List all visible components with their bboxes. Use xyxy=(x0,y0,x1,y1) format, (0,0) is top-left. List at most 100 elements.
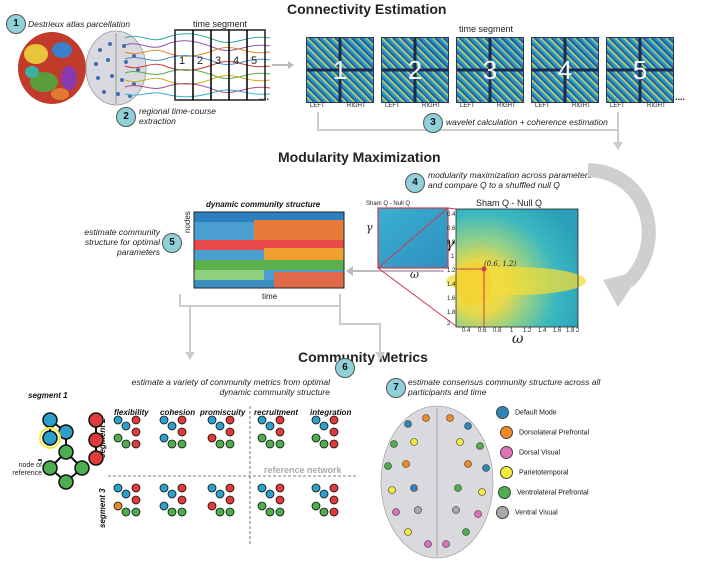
ventral-visual-swatch-icon xyxy=(496,506,509,519)
dorsal-visual-swatch-icon xyxy=(500,446,513,459)
matrix-1-xlabel-right: RIGHT xyxy=(347,103,366,109)
step-6-label: estimate a variety of community metrics … xyxy=(131,377,330,397)
segment-1-label: segment 1 xyxy=(28,391,68,400)
node-of-reference-label: node of reference xyxy=(12,462,42,477)
matrix-ellipsis: .... xyxy=(675,92,686,102)
modularity-title: Modularity Maximization xyxy=(278,149,441,165)
step-7-badge: 7 xyxy=(386,378,406,398)
segment-num-3: 3 xyxy=(215,55,222,67)
xtick-2: 0.8 xyxy=(493,328,502,334)
matrix-2-xlabel-right: RIGHT xyxy=(422,103,441,109)
legend-label-default-mode: Default Mode xyxy=(515,409,557,417)
xtick-8: 2 xyxy=(576,328,580,334)
matrix-1-xlabel-left: LEFT xyxy=(310,103,325,109)
matrix-num-1: 1 xyxy=(332,55,348,85)
legend-label-dlpfc: Dorsolateral Prefrontal xyxy=(519,429,590,437)
ytick-5: 1 xyxy=(451,254,455,260)
ytick-3: 1.4 xyxy=(447,282,456,288)
cycle-arrow xyxy=(587,163,656,307)
segment-num-1: 1 xyxy=(179,55,186,67)
xtick-7: 1.8 xyxy=(566,328,575,334)
matrix-num-5: 5 xyxy=(632,55,648,85)
coherence-matrix-4: 4 xyxy=(531,37,599,103)
heatmap-title: Sham Q - Null Q xyxy=(476,198,543,208)
metric-recruitment: recruitment xyxy=(254,408,299,417)
ytick-1: 1.8 xyxy=(447,310,456,316)
legend-ventrolateral-prefrontal: Ventrolateral Prefrontal xyxy=(498,486,589,499)
inset-heatmap-title: Sham Q - Null Q xyxy=(366,201,411,207)
parietotemporal-swatch-icon xyxy=(500,466,513,479)
legend-parietotemporal: Parietotemporal xyxy=(500,466,568,479)
time-segment-label-right: time segment xyxy=(459,24,514,34)
legend-default-mode: Default Mode xyxy=(496,406,557,419)
coherence-matrix-5: 5 xyxy=(606,37,674,103)
matrix-5-xlabel-left: LEFT xyxy=(610,103,625,109)
segment-num-2: 2 xyxy=(197,55,204,67)
dyn-plot-ylabel: nodes xyxy=(183,211,192,233)
matrix-num-2: 2 xyxy=(407,55,423,85)
matrix-num-3: 3 xyxy=(482,55,498,85)
ytick-4: 1.2 xyxy=(447,268,456,274)
legend-dorsolateral-prefrontal: Dorsolateral Prefrontal xyxy=(500,426,589,439)
coherence-matrix-1: 1 xyxy=(306,37,374,103)
legend-label-parietotemporal: Parietotemporal xyxy=(519,469,569,477)
step-5-label: estimate community structure for optimal… xyxy=(84,227,160,257)
consensus-brain-image xyxy=(380,405,494,559)
xtick-0: 0.4 xyxy=(462,328,471,334)
brain-atlas-image xyxy=(18,30,147,106)
inset-ylabel: γ xyxy=(366,221,373,234)
matrices-bracket xyxy=(317,112,623,150)
matrix-4-xlabel-left: LEFT xyxy=(535,103,550,109)
arrow-to-dyn-plot xyxy=(346,266,444,276)
community-legend: Default Mode Dorsolateral Prefrontal Dor… xyxy=(496,406,676,526)
ytick-7: 0.6 xyxy=(447,226,456,232)
metric-integration: integration xyxy=(310,408,352,417)
dynamic-community-plot xyxy=(193,211,345,289)
step-6-badge: 6 xyxy=(335,358,355,378)
time-course-ellipsis: .... xyxy=(259,92,270,102)
metric-flexibility: flexibility xyxy=(114,408,149,417)
heatmap-ylabel: γ xyxy=(446,236,455,252)
step-7-label: estimate consensus community structure a… xyxy=(408,377,601,397)
matrix-4-xlabel-right: RIGHT xyxy=(572,103,591,109)
time-segment-label-left: time segment xyxy=(193,19,248,29)
segment-num-5: 5 xyxy=(251,55,258,67)
connectivity-title: Connectivity Estimation xyxy=(287,1,447,17)
xtick-6: 1.6 xyxy=(553,328,562,334)
matrix-2-xlabel-left: LEFT xyxy=(385,103,400,109)
inset-link-lines xyxy=(377,207,457,327)
xtick-3: 1 xyxy=(510,328,514,334)
step-2-badge: 2 xyxy=(116,107,136,127)
step-2-label: regional time-course extraction xyxy=(139,106,217,126)
step-1-label: Destrieux atlas parcellation xyxy=(28,19,131,29)
dlpfc-swatch-icon xyxy=(500,426,513,439)
default-mode-swatch-icon xyxy=(496,406,509,419)
coherence-matrix-2: 2 xyxy=(381,37,449,103)
arrow-to-matrices xyxy=(272,61,294,69)
reference-network-label: reference network xyxy=(264,465,342,475)
step-1-badge: 1 xyxy=(6,14,26,34)
step-4-badge: 4 xyxy=(405,173,425,193)
step-4-label: modularity maximization across parameter… xyxy=(428,170,592,190)
matrix-3-xlabel-right: RIGHT xyxy=(497,103,516,109)
ytick-0: 2 xyxy=(447,321,451,327)
ytick-6: 0.8 xyxy=(447,240,456,246)
ytick-8: 0.4 xyxy=(447,212,456,218)
xtick-4: 1.2 xyxy=(523,328,532,334)
arrows-to-metrics xyxy=(179,294,385,360)
optimal-point-label: (0.6, 1.2) xyxy=(484,260,517,268)
community-metric-networks xyxy=(38,406,356,546)
metric-promiscuity: promiscuity xyxy=(200,408,246,417)
xtick-1: 0.6 xyxy=(478,328,487,334)
xtick-5: 1.4 xyxy=(538,328,547,334)
legend-label-ventral-visual: Ventral Visual xyxy=(515,509,558,517)
matrix-3-xlabel-left: LEFT xyxy=(460,103,475,109)
legend-ventral-visual: Ventral Visual xyxy=(496,506,558,519)
heatmap-xlabel: ω xyxy=(512,331,524,347)
legend-label-vlpfc: Ventrolateral Prefrontal xyxy=(517,489,589,497)
step-3-badge: 3 xyxy=(423,113,443,133)
main-heatmap xyxy=(446,208,586,328)
vlpfc-swatch-icon xyxy=(498,486,511,499)
inset-xlabel: ω xyxy=(410,268,419,281)
ytick-2: 1.6 xyxy=(447,296,456,302)
